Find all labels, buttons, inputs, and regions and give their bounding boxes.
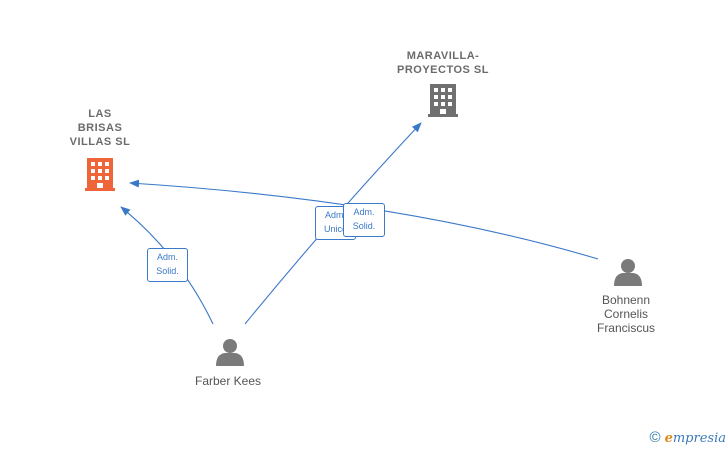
edge-label-line: Adm. [156, 252, 178, 262]
person-label-farber[interactable]: Farber Kees [178, 374, 278, 388]
label-line: MARAVILLA- [406, 50, 480, 62]
label-line: Bohnenn [601, 293, 651, 307]
edge-label-line: Adm. [353, 207, 375, 217]
person-icon[interactable] [614, 259, 642, 286]
edge-label-farber-las-brisas[interactable]: Adm. Solid. [147, 248, 188, 282]
edge-label-line: Solid. [352, 221, 376, 231]
label-line: Franciscus [596, 321, 655, 335]
empresia-watermark: ©empresia [650, 429, 726, 446]
label-line: PROYECTOS SL [397, 64, 489, 76]
person-label-bohnenn[interactable]: Bohnenn Cornelis Franciscus [576, 293, 676, 335]
label-line: Farber Kees [194, 374, 262, 388]
building-icon[interactable] [85, 158, 115, 191]
brand-initial: e [664, 431, 673, 446]
edge-label-line: Unico [323, 224, 347, 234]
label-line: BRISAS [77, 122, 123, 134]
edge-label-line: Solid. [156, 266, 179, 276]
edge-label-bohnenn-las-brisas[interactable]: Adm. Solid. [343, 203, 385, 237]
building-icon[interactable] [428, 84, 458, 117]
company-label-maravilla[interactable]: MARAVILLA- PROYECTOS SL [383, 49, 503, 77]
person-icon[interactable] [216, 339, 244, 366]
copyright-symbol: © [649, 429, 661, 446]
label-line: LAS [88, 108, 112, 120]
company-label-las-brisas[interactable]: LAS BRISAS VILLAS SL [50, 107, 150, 149]
edge-label-line: Adm. [324, 210, 346, 220]
label-line: Cornelis [603, 307, 648, 321]
brand-rest: mpresia [672, 431, 726, 446]
label-line: VILLAS SL [69, 136, 131, 148]
